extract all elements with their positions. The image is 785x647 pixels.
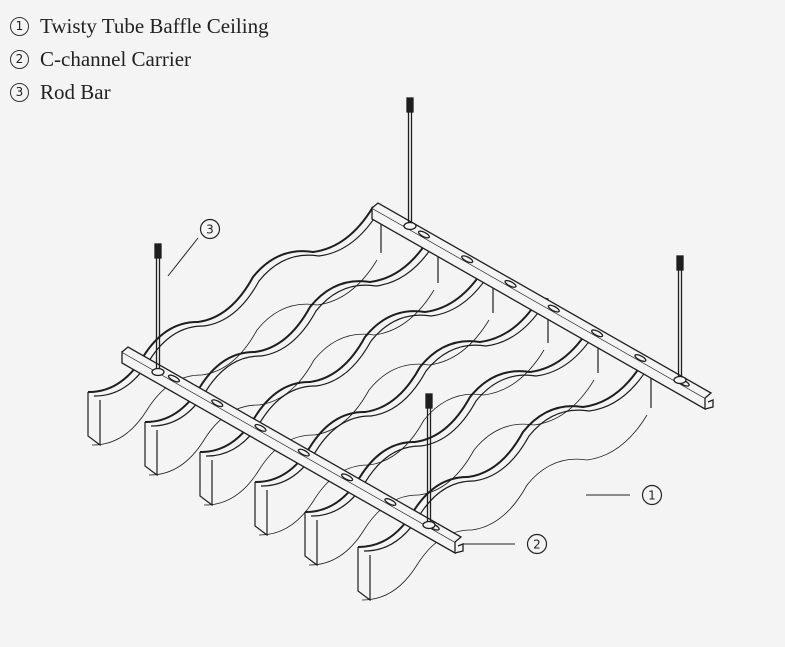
carrier-slot	[547, 304, 560, 313]
rod-thread	[425, 393, 433, 409]
carrier-slot	[211, 399, 224, 408]
callout-baffle: 1	[586, 484, 663, 506]
carrier-slot	[591, 329, 604, 338]
legend-item-rod: 3 Rod Bar	[10, 76, 269, 109]
carrier-slot	[341, 473, 354, 482]
rod-nut	[422, 520, 436, 530]
circled-number-icon: 2	[10, 50, 29, 69]
legend-label: Twisty Tube Baffle Ceiling	[40, 14, 269, 38]
rod-back-right	[673, 255, 687, 385]
carrier-group	[121, 202, 714, 555]
carrier-back	[371, 202, 714, 411]
carrier-slot	[384, 497, 397, 507]
rod-thread	[406, 97, 414, 113]
baffle-6	[357, 361, 652, 602]
carrier-c-profile	[454, 543, 464, 554]
carrier-body	[121, 350, 456, 555]
baffle-bottom-edge	[203, 319, 490, 506]
baffle-bottom-edge	[258, 349, 545, 536]
carrier-slot	[504, 279, 517, 288]
baffle-end-cap	[87, 392, 101, 447]
rod-thread	[154, 243, 162, 259]
circled-number-icon: 3	[10, 83, 29, 102]
legend-item-carrier: 2 C-channel Carrier	[10, 43, 269, 76]
baffle-end-cap	[144, 422, 158, 477]
rod-thread	[676, 255, 684, 271]
carrier-c-profile	[704, 399, 714, 410]
baffle-end-cap	[357, 547, 371, 602]
baffle-end-cap	[304, 512, 318, 567]
baffle-5	[304, 326, 599, 567]
baffle-group	[87, 206, 652, 602]
carrier-slot	[167, 374, 181, 383]
baffle-end-cap	[199, 452, 213, 507]
legend-label: Rod Bar	[40, 80, 111, 104]
rod-front-right	[422, 393, 436, 530]
baffle-bottom-edge	[148, 289, 435, 476]
legend-label: C-channel Carrier	[40, 47, 192, 71]
rod-group	[151, 97, 687, 530]
baffle-4	[254, 296, 549, 537]
rod-nut	[403, 221, 417, 231]
callout-carrier: 2	[462, 533, 548, 555]
baffle-bottom-edge	[361, 414, 648, 601]
carrier-slot	[254, 423, 267, 432]
rod-back-left	[403, 97, 417, 231]
rod-nut	[151, 367, 165, 377]
carrier-front	[121, 346, 464, 555]
carrier-top	[371, 202, 713, 399]
legend: 1 Twisty Tube Baffle Ceiling 2 C-channel…	[10, 10, 269, 109]
callout-number: 1	[648, 489, 656, 503]
carrier-slot	[461, 255, 474, 264]
rod-nut	[673, 375, 687, 385]
callout-number: 2	[533, 538, 541, 552]
circled-number-icon: 1	[10, 17, 29, 36]
legend-item-baffle: 1 Twisty Tube Baffle Ceiling	[10, 10, 269, 43]
rod-front-left	[151, 243, 165, 377]
carrier-slot	[417, 230, 431, 239]
baffle-bottom-edge	[91, 259, 378, 446]
carrier-slot	[634, 353, 647, 363]
baffle-end-cap	[254, 482, 268, 537]
carrier-top	[121, 346, 463, 543]
callout-rod: 3	[167, 218, 221, 277]
callout-number: 3	[206, 223, 214, 237]
carrier-slot	[297, 448, 310, 457]
